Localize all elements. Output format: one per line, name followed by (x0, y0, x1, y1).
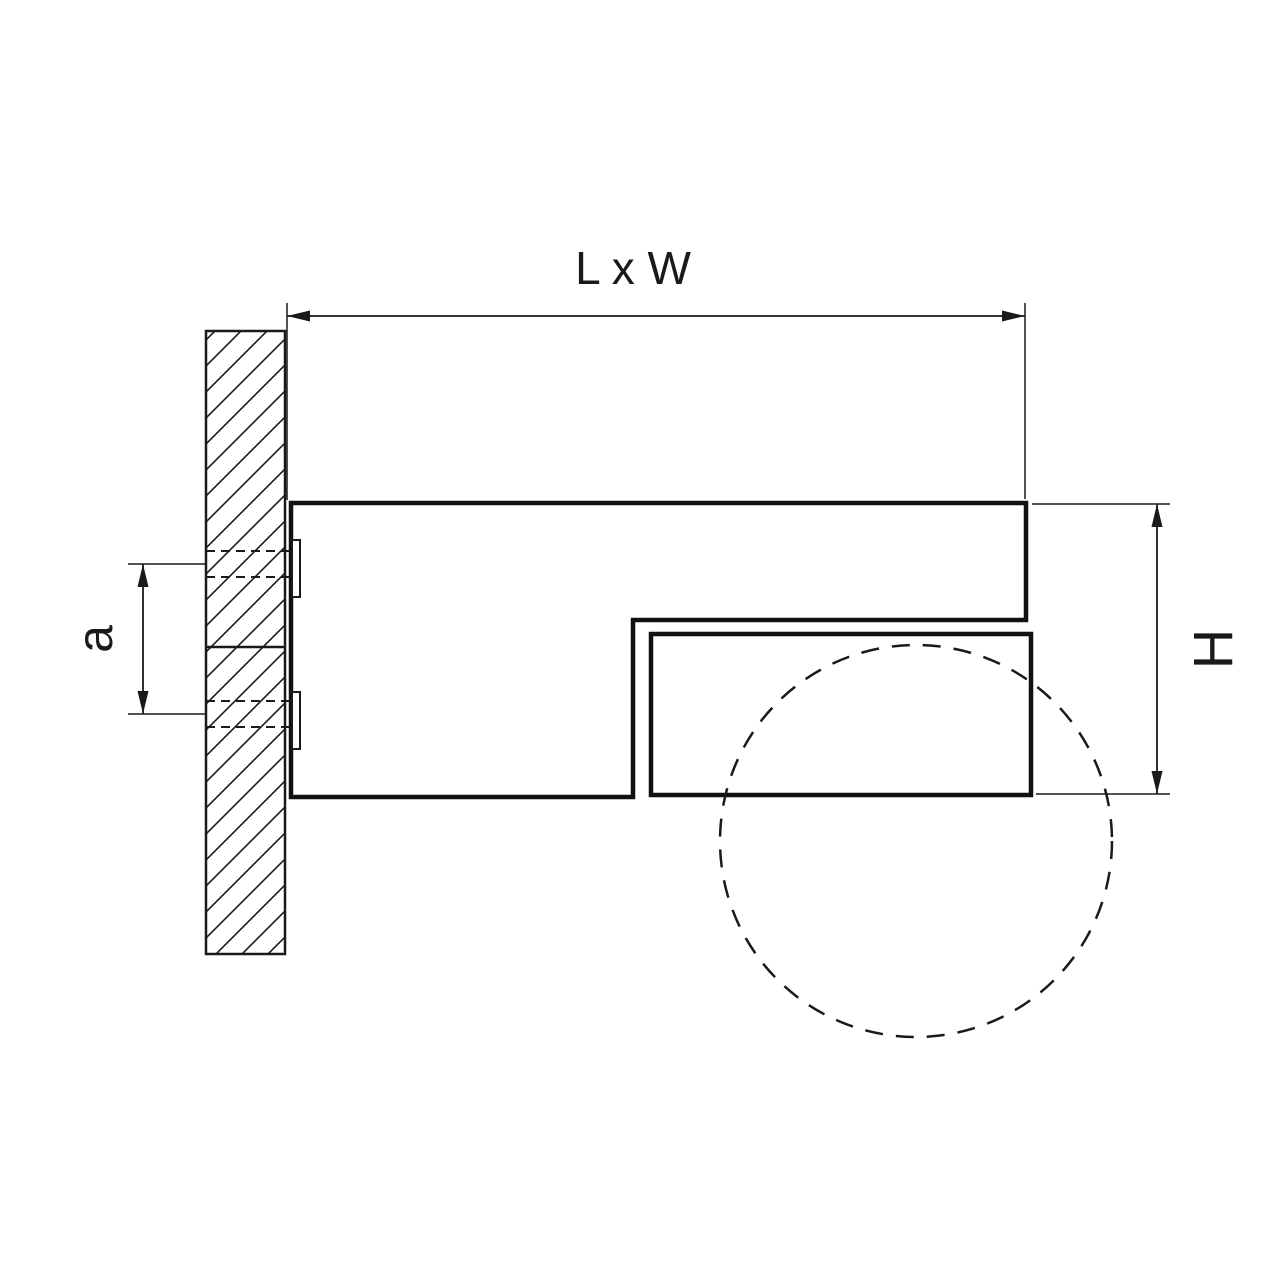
h-arrow-bottom (1151, 771, 1163, 794)
bracket-profile (288, 500, 1034, 800)
screw-mark-lower (291, 691, 301, 750)
a-arrow-top (137, 564, 149, 587)
h-arrow-top (1151, 504, 1163, 527)
a-arrow-bottom (137, 691, 149, 714)
spacing-label: a (67, 625, 123, 653)
dimension-height: H (1032, 503, 1245, 795)
lxw-arrow-right (1002, 310, 1025, 322)
bracket-body-outline (288, 500, 1029, 800)
screw-mark-upper (291, 539, 301, 598)
dimension-hole-spacing: a (67, 563, 206, 715)
height-label: H (1182, 629, 1245, 669)
wall-outline (204, 329, 287, 956)
bracket-lower-arm-outline (648, 631, 1034, 798)
lxw-arrow-left (287, 310, 310, 322)
mounting-hole-upper (206, 550, 299, 578)
wall-hatching (206, 331, 285, 954)
dimension-length-width: L x W (286, 242, 1026, 500)
wall-section (204, 329, 287, 956)
mounting-hole-lower (206, 700, 299, 728)
length-width-label: L x W (575, 242, 691, 294)
clamped-object-dashed-circle (718, 643, 1114, 1039)
